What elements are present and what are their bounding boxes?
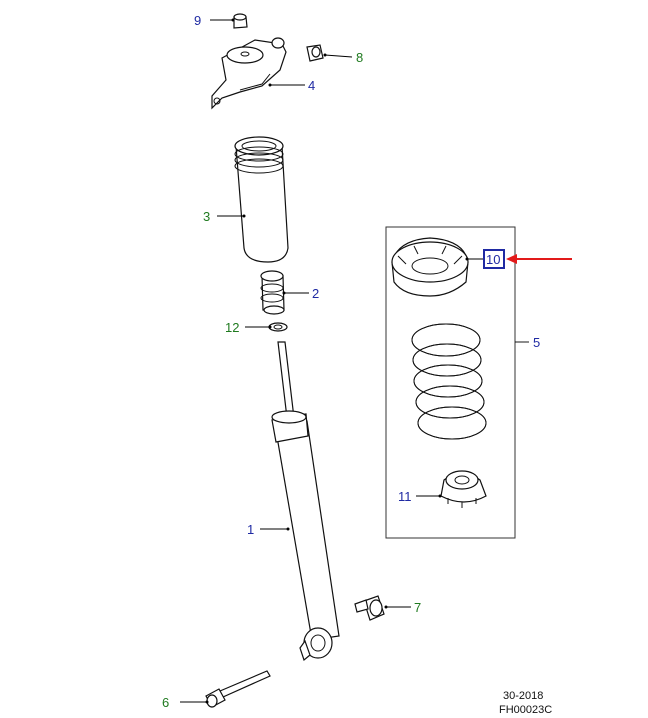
callout-11[interactable]: 11 (398, 489, 412, 504)
part-2-bump-stop (260, 270, 285, 315)
part-9-nut (233, 13, 248, 29)
callout-9[interactable]: 9 (194, 13, 201, 28)
callout-8[interactable]: 8 (356, 50, 363, 65)
callout-12[interactable]: 12 (225, 320, 239, 335)
callout-5[interactable]: 5 (533, 335, 540, 350)
callout-10-highlight-box (483, 249, 505, 269)
callout-7[interactable]: 7 (414, 600, 421, 615)
part-1-shock-absorber (271, 341, 340, 662)
spring-set-box (385, 226, 516, 539)
leader-lines (180, 18, 529, 704)
callout-1[interactable]: 1 (247, 522, 254, 537)
part-3-dust-boot (234, 136, 289, 263)
footer-section-code: 30-2018 (503, 690, 543, 702)
part-6-bolt (205, 670, 271, 708)
coil-spring (411, 323, 487, 440)
callout-2[interactable]: 2 (312, 286, 319, 301)
part-11-lower-spring-seat (440, 470, 487, 508)
part-8-nut (306, 44, 324, 62)
part-10-spring-insulator (391, 237, 469, 297)
highlight-arrow (506, 254, 572, 264)
part-12-washer (268, 322, 288, 332)
callout-6[interactable]: 6 (162, 695, 169, 710)
callout-10[interactable]: 10 (486, 252, 500, 267)
part-7-nut (354, 595, 385, 621)
footer-illustration-code: FH00023C (499, 704, 552, 716)
part-4-upper-mount (211, 37, 287, 110)
callout-4[interactable]: 4 (308, 78, 315, 93)
callout-3[interactable]: 3 (203, 209, 210, 224)
